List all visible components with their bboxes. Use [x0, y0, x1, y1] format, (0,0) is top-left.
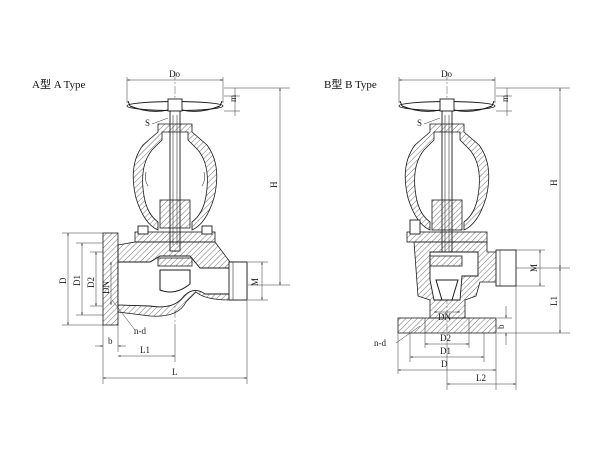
b-label-d1: D1	[440, 346, 451, 356]
a-handwheel	[126, 98, 224, 112]
b-label-do: Do	[441, 69, 452, 79]
view-b-title: B型 B Type	[324, 77, 377, 91]
b-label-l2: L2	[476, 373, 486, 383]
a-label-dn: DN	[101, 281, 111, 294]
b-label-dn: DN	[438, 312, 451, 322]
a-body	[102, 232, 248, 326]
b-label-h: H	[549, 179, 559, 186]
b-label-b: b	[496, 324, 506, 329]
b-label-l1: L1	[549, 296, 559, 306]
a-label-d: D	[58, 277, 68, 284]
a-label-l1: L1	[140, 345, 150, 355]
view-b-type: B型 B Type Do m S	[324, 69, 570, 390]
b-label-d2: D2	[440, 333, 451, 343]
a-label-s: S	[145, 118, 150, 128]
b-label-nd: n-d	[374, 338, 386, 348]
a-label-l: L	[172, 367, 178, 377]
a-label-nd: n-d	[134, 326, 146, 336]
a-label-b: b	[108, 336, 113, 346]
a-label-d1: D1	[72, 275, 82, 286]
b-body	[397, 241, 517, 334]
a-bonnet	[132, 123, 218, 243]
view-a-title: A型 A Type	[32, 77, 86, 91]
a-label-do: Do	[169, 69, 180, 79]
a-label-m: m	[228, 95, 238, 102]
a-label-m-thread: M	[250, 278, 260, 286]
b-label-m: m	[500, 95, 510, 102]
a-label-h: H	[269, 181, 279, 188]
b-bonnet	[404, 123, 490, 243]
view-a-type: A型 A Type Do m S	[32, 69, 290, 384]
b-label-d: D	[441, 359, 448, 369]
b-handwheel	[398, 98, 496, 112]
b-label-s: S	[417, 118, 422, 128]
a-label-d2: D2	[86, 277, 96, 288]
